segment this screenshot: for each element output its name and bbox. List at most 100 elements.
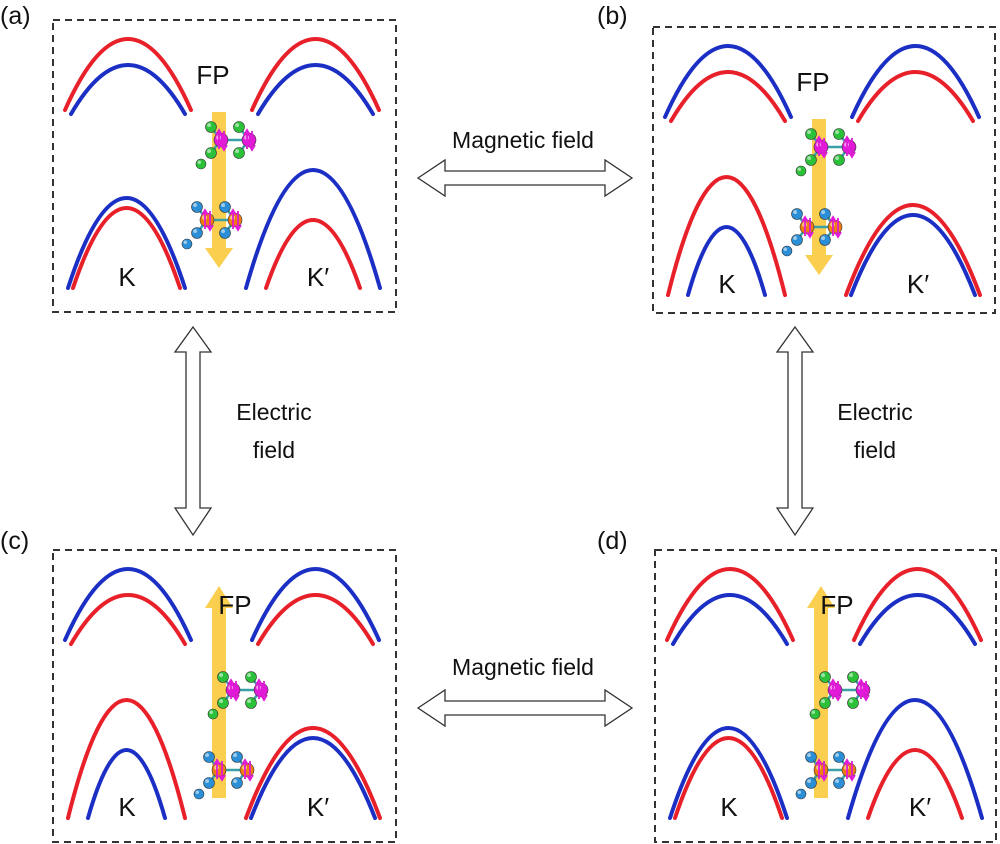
conduction-L-blue-band [668,726,789,820]
top-layer-atom-2 [233,121,245,133]
top-layer-center-atom-2 [253,682,269,698]
top-layer-atom-1 [205,121,217,133]
right-double-arrow [775,325,815,537]
valence-L-upper-band [663,44,793,119]
bottom-layer-center-atom-2 [227,212,243,228]
bottom-layer-center-atom-1 [813,762,829,778]
fp-label: FP [218,590,251,620]
panel-c-frame [52,549,397,843]
top-layer-atom-3-highlight [807,156,811,160]
bottom-layer-atom-4 [231,777,243,789]
conduction-R-red-band [264,218,362,290]
bottom-layer-center-2-spin-down [848,761,856,782]
top-layer-center-2-spin-down [248,131,256,152]
conduction-L-red-band [66,698,187,820]
bottom-layer-atom-3-highlight [807,779,811,783]
valence-R-lower-band [858,593,977,646]
fp-label: FP [820,590,853,620]
bottom-layer-center-atom-2 [239,762,255,778]
valley-label-k: K [118,792,136,822]
top-layer-atom-3 [805,154,817,166]
bottom-layer-center-1-spin-down [820,761,828,782]
top-layer-atom-5-highlight [797,167,801,171]
panel-d-frame [654,549,997,843]
top-layer-center-atom-1 [813,139,829,155]
panel-d-tag: (d) [597,527,628,555]
top-layer-center-1-spin-up [215,128,223,149]
bottom-layer-atom-4-highlight [821,236,825,240]
bottom-layer-center-1-spin-up [801,215,809,236]
top-layer-atom-5 [195,158,207,170]
top-double-arrow [416,158,634,198]
valence-R-upper-band [250,567,381,642]
top-layer-atom-1 [217,671,229,683]
right-connector-label-line2: field [854,437,896,463]
valence-L-upper-band [63,37,193,112]
top-layer-center-atom-2 [855,682,871,698]
conduction-R-red-band [244,726,382,820]
bottom-layer-atom-3 [203,777,215,789]
valence-L-lower-band [671,593,789,646]
conduction-R-blue-band [846,698,984,820]
conduction-R-blue-band [849,213,977,297]
bottom-layer-center-1-spin-up [201,208,209,229]
bottom-layer-center-atom-2 [827,219,843,235]
top-layer-center-1-spin-up [829,678,837,699]
bottom-layer-center-atom-2 [841,762,857,778]
bottom-layer-atom-5 [795,788,807,800]
valence-R-upper-band [850,44,981,119]
top-layer-atom-4 [833,154,845,166]
valley-label-k: K [718,269,736,299]
conduction-L-red-band [673,736,784,820]
panel-a-tag: (a) [0,2,31,30]
bottom-layer-center-1-spin-up [815,758,823,779]
left-double-arrow [173,325,213,537]
top-layer-atom-2-highlight [849,673,853,677]
top-layer-center-1-spin-up [227,678,235,699]
top-layer-center-2-spin-up [243,128,251,149]
top-layer-center-atom-2 [241,132,257,148]
top-layer-atom-2-highlight [835,130,839,134]
top-layer-center-2-spin-down [862,681,870,702]
top-layer-center-1-spin-down [220,131,228,152]
valence-R-upper-band [852,567,983,642]
panel-b-frame [652,26,996,314]
top-layer-atom-2-highlight [235,123,239,127]
bottom-layer-center-2-spin-up [843,758,851,779]
valence-L-lower-band [69,63,187,116]
bottom-double-arrow [416,688,634,728]
valley-label-k-prime: K′ [307,262,329,292]
left-connector-label-line2: field [253,437,295,463]
top-layer-atom-4 [233,147,245,159]
bottom-layer-atom-1 [791,208,803,220]
bottom-layer-atom-5 [181,238,193,250]
bottom-layer-atom-2 [833,751,845,763]
bottom-layer-atom-4 [219,227,231,239]
top-layer-atom-2 [245,671,257,683]
bottom-layer-center-1-spin-down [218,761,226,782]
bottom-layer-atom-5-highlight [797,790,801,794]
valley-label-k: K [118,262,136,292]
conduction-R-red-band [844,203,982,297]
valence-R-upper-band [250,37,381,112]
top-layer-atom-3-highlight [219,699,223,703]
top-layer-atom-1-highlight [219,673,223,677]
valence-R-lower-band [256,593,375,646]
bottom-layer-atom-2-highlight [835,753,839,757]
top-layer-center-1-spin-down [232,681,240,702]
panel-c-tag: (c) [0,527,29,555]
bottom-layer-atom-2-highlight [233,753,237,757]
right-connector-label-line1: Electric [837,399,912,425]
valence-L-lower-band [669,70,787,123]
top-layer-atom-5-highlight [209,710,213,714]
valley-label-k-prime: K′ [307,792,329,822]
bottom-layer-atom-1 [191,201,203,213]
bottom-layer-center-atom-1 [799,219,815,235]
bottom-layer-atom-3-highlight [793,236,797,240]
bottom-layer-center-1-spin-down [806,218,814,239]
fp-label: FP [796,67,829,97]
top-layer-center-1-spin-down [834,681,842,702]
